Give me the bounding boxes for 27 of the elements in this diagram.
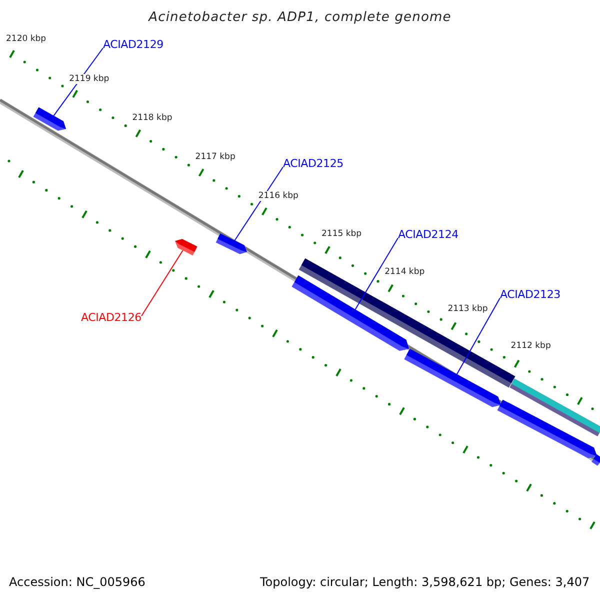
leader-line [234, 166, 284, 241]
gene-label: ACIAD2126 [81, 312, 142, 323]
tick-label: 2120 kbp [5, 34, 48, 44]
chart-title: Acinetobacter sp. ADP1, complete genome [147, 11, 452, 24]
gene-feature [175, 239, 198, 256]
leader-line [140, 250, 184, 316]
gene-label: ACIAD2125 [283, 158, 344, 169]
tick-label: 2112 kbp [510, 341, 552, 352]
gene-feature [592, 454, 600, 466]
genome-info-text: Topology: circular; Length: 3,598,621 bp; Genes: 3,407 [260, 576, 590, 588]
accession-text: Accession: NC_005966 [9, 576, 146, 588]
tick-label: 2117 kbp [194, 152, 236, 163]
gene-feature [510, 378, 600, 436]
gene-label: ACIAD2123 [500, 289, 560, 300]
tick-label: 2119 kbp [68, 74, 110, 84]
leader-line [354, 238, 398, 310]
gene-feature [33, 107, 66, 131]
tick-label: 2115 kbp [320, 229, 363, 240]
leader-line [456, 298, 500, 375]
tick-label: 2113 kbp [446, 304, 489, 315]
gene-label: ACIAD2124 [398, 229, 458, 240]
tick-label: 2116 kbp [257, 190, 300, 202]
tick-label: 2118 kbp [131, 113, 174, 124]
gene-feature [404, 348, 501, 408]
tick-label: 2114 kbp [384, 266, 426, 278]
gene-label: ACIAD2129 [103, 39, 164, 50]
gene-feature [216, 234, 247, 254]
